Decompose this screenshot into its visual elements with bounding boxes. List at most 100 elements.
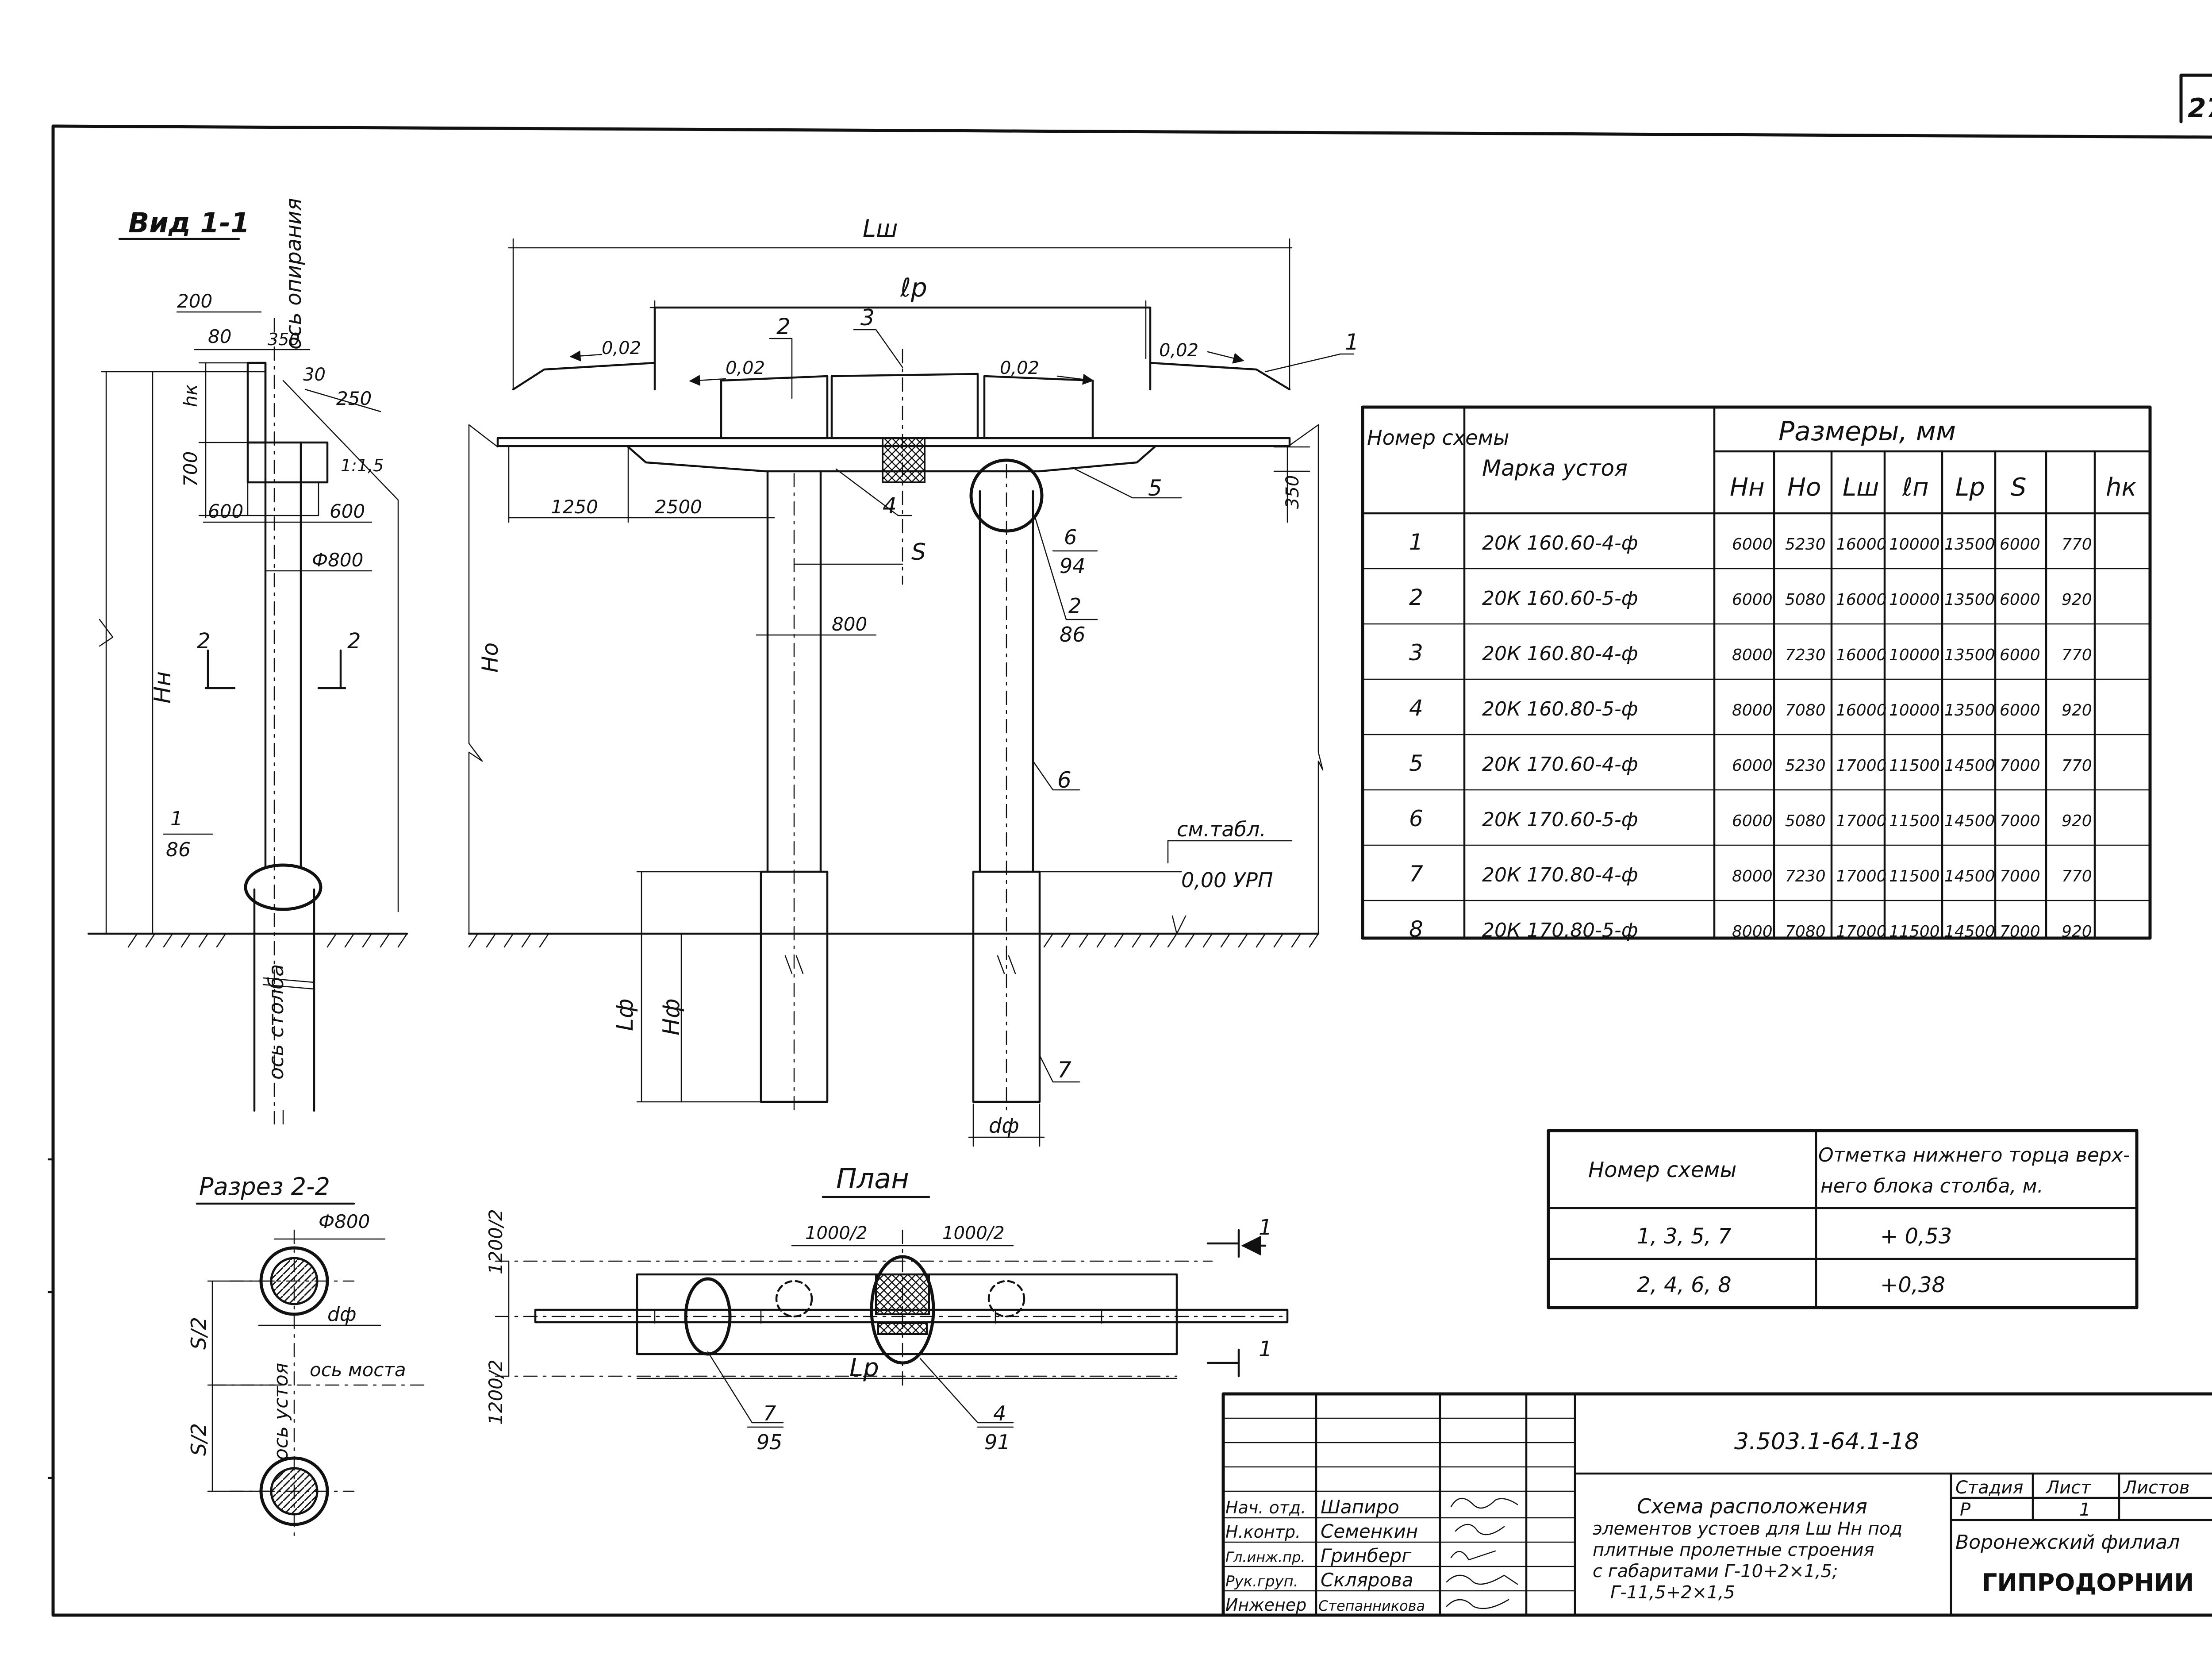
lvl-row-2-schemes: 2, 4, 6, 8 <box>1637 1273 1732 1297</box>
axis-support-label: ось опирания <box>281 198 306 350</box>
table-cell: 11500 <box>1889 757 1940 775</box>
signature-4 <box>1446 1574 1518 1585</box>
dim-ho: Hо <box>477 643 503 673</box>
sub-lp: ℓп <box>1902 473 1929 502</box>
tb-name-4: Склярова <box>1321 1569 1413 1591</box>
section-2-2: Разрез 2-2 Ф800 dф ось моста S/2 S/2 ось… <box>187 1173 426 1536</box>
tb-sheets-label: Листов <box>2123 1478 2189 1498</box>
table-cell: 920 <box>2062 591 2092 609</box>
tb-name-5: Степанникова <box>1318 1597 1425 1614</box>
table-row-scheme: 8 <box>1409 916 1423 942</box>
sub-lw: Lш <box>1843 473 1879 502</box>
table-cell: 6000 <box>1732 757 1773 775</box>
table-row-scheme: 1 <box>1409 529 1423 555</box>
slope-1-1-5: 1:1,5 <box>341 456 384 475</box>
lvl-row-1-schemes: 1, 3, 5, 7 <box>1637 1224 1732 1249</box>
marker-7: 7 <box>1057 1057 1071 1083</box>
sec-s2-top: S/2 <box>187 1317 211 1350</box>
table-cell: 5080 <box>1785 812 1826 830</box>
signature-2 <box>1455 1524 1505 1535</box>
tb-role-2: Н.контр. <box>1225 1522 1301 1542</box>
table-cell: 17000 <box>1836 757 1887 775</box>
dim-800: 800 <box>832 613 867 635</box>
callout-1-num: 1 <box>170 808 183 830</box>
table-cell: 7000 <box>2000 867 2040 885</box>
table-row-scheme: 6 <box>1409 806 1423 831</box>
tb-org-1: Воронежский филиал <box>1955 1531 2180 1554</box>
sec-df-label: dф <box>327 1303 357 1326</box>
table-cell: 7230 <box>1785 867 1826 885</box>
tb-role-3: Гл.инж.пр. <box>1225 1549 1306 1566</box>
lvl-row-1-level: + 0,53 <box>1880 1224 1952 1249</box>
table-cell: 10000 <box>1889 535 1940 554</box>
hdr-scheme: Номер схемы <box>1367 426 1509 450</box>
table-cell: 7000 <box>2000 923 2040 941</box>
dim-hk: hк <box>180 384 201 407</box>
plan-dim-h2: 1200/2 <box>485 1359 507 1425</box>
marker-6: 6 <box>1057 767 1071 793</box>
table-cell: 6000 <box>2000 646 2040 664</box>
tb-name-3: Гринберг <box>1321 1545 1412 1566</box>
dim-lf: Lф <box>612 999 638 1031</box>
plan-dim-h1: 1200/2 <box>485 1209 507 1274</box>
hdr-mark: Марка устоя <box>1482 455 1628 481</box>
table-cell: 17000 <box>1836 812 1887 830</box>
dim-2500: 2500 <box>655 496 702 518</box>
table-cell: 13500 <box>1944 701 1995 720</box>
plan-title: План <box>836 1162 909 1195</box>
table-cell: 17000 <box>1836 867 1887 885</box>
table-cell: 6000 <box>1732 812 1773 830</box>
plan-cut-top: 1 <box>1259 1215 1272 1240</box>
lvl-row-2-level: +0,38 <box>1880 1273 1945 1297</box>
dim-1250: 1250 <box>551 496 598 518</box>
table-cell: 8000 <box>1732 646 1773 664</box>
callout-2-num: 2 <box>1068 594 1081 618</box>
table-cell: 8000 <box>1732 867 1773 885</box>
dim-s: S <box>911 539 926 566</box>
tb-stage: Р <box>1960 1500 1971 1520</box>
dim-350: 350 <box>268 330 300 349</box>
table-cell: 16000 <box>1836 646 1887 664</box>
table-cell: 8000 <box>1732 923 1773 941</box>
table-row-scheme: 2 <box>1409 585 1423 610</box>
dim-df: dф <box>989 1114 1019 1138</box>
tb-title-1: Схема расположения <box>1637 1494 1867 1518</box>
section-2-2-title: Разрез 2-2 <box>199 1173 330 1201</box>
table-cell: 11500 <box>1889 923 1940 941</box>
dim-700: 700 <box>180 451 201 487</box>
dim-d800: Ф800 <box>312 549 363 571</box>
plan-callout-7-num: 7 <box>763 1401 776 1425</box>
plan-view: План 1000/2 1000/2 1200/2 1200/2 Lр 1 1 … <box>485 1162 1289 1454</box>
marker-2: 2 <box>776 314 791 339</box>
title-block: 3.503.1-64.1-18 Нач. отд. Шапиро Н.контр… <box>1221 1392 2212 1617</box>
sub-hk: hк <box>2106 473 2136 502</box>
lvl-hdr-1: Отметка нижнего торца верх- <box>1818 1144 2130 1166</box>
table-cell: 7000 <box>2000 812 2040 830</box>
table-cell: 13500 <box>1944 646 1995 664</box>
sub-s: S <box>2011 473 2027 502</box>
sheet-frame: 27 <box>47 73 2212 1617</box>
table-row-scheme: 3 <box>1409 640 1423 666</box>
lvl-hdr-scheme: Номер схемы <box>1588 1158 1736 1182</box>
slope-right-inner: 0,02 <box>1000 358 1039 378</box>
table-cell: 16000 <box>1836 701 1887 720</box>
table-cell: 7080 <box>1785 701 1826 720</box>
sec-axis-bridge: ось моста <box>310 1359 406 1381</box>
table-cell: 16000 <box>1836 591 1887 609</box>
axis-column-label: ось столба <box>264 964 288 1080</box>
table-cell: 10000 <box>1889 646 1940 664</box>
table-cell: 14500 <box>1944 757 1995 775</box>
level-urp: 0,00 УРП <box>1181 868 1273 892</box>
table-row-mark: 20К 160.60-5-ф <box>1482 587 1638 610</box>
lvl-hdr-2: него блока столба, м. <box>1820 1175 2043 1197</box>
dim-hf: Hф <box>658 998 685 1035</box>
sub-hn: Hн <box>1730 473 1765 502</box>
callout-2-sheet: 86 <box>1060 623 1086 647</box>
dim-200: 200 <box>177 290 212 312</box>
callout-1-sheet: 86 <box>166 839 191 861</box>
table-cell: 13500 <box>1944 591 1995 609</box>
plan-dim-w2: 1000/2 <box>942 1223 1005 1243</box>
tb-role-5: Инженер <box>1225 1595 1306 1615</box>
table-cell: 14500 <box>1944 867 1995 885</box>
